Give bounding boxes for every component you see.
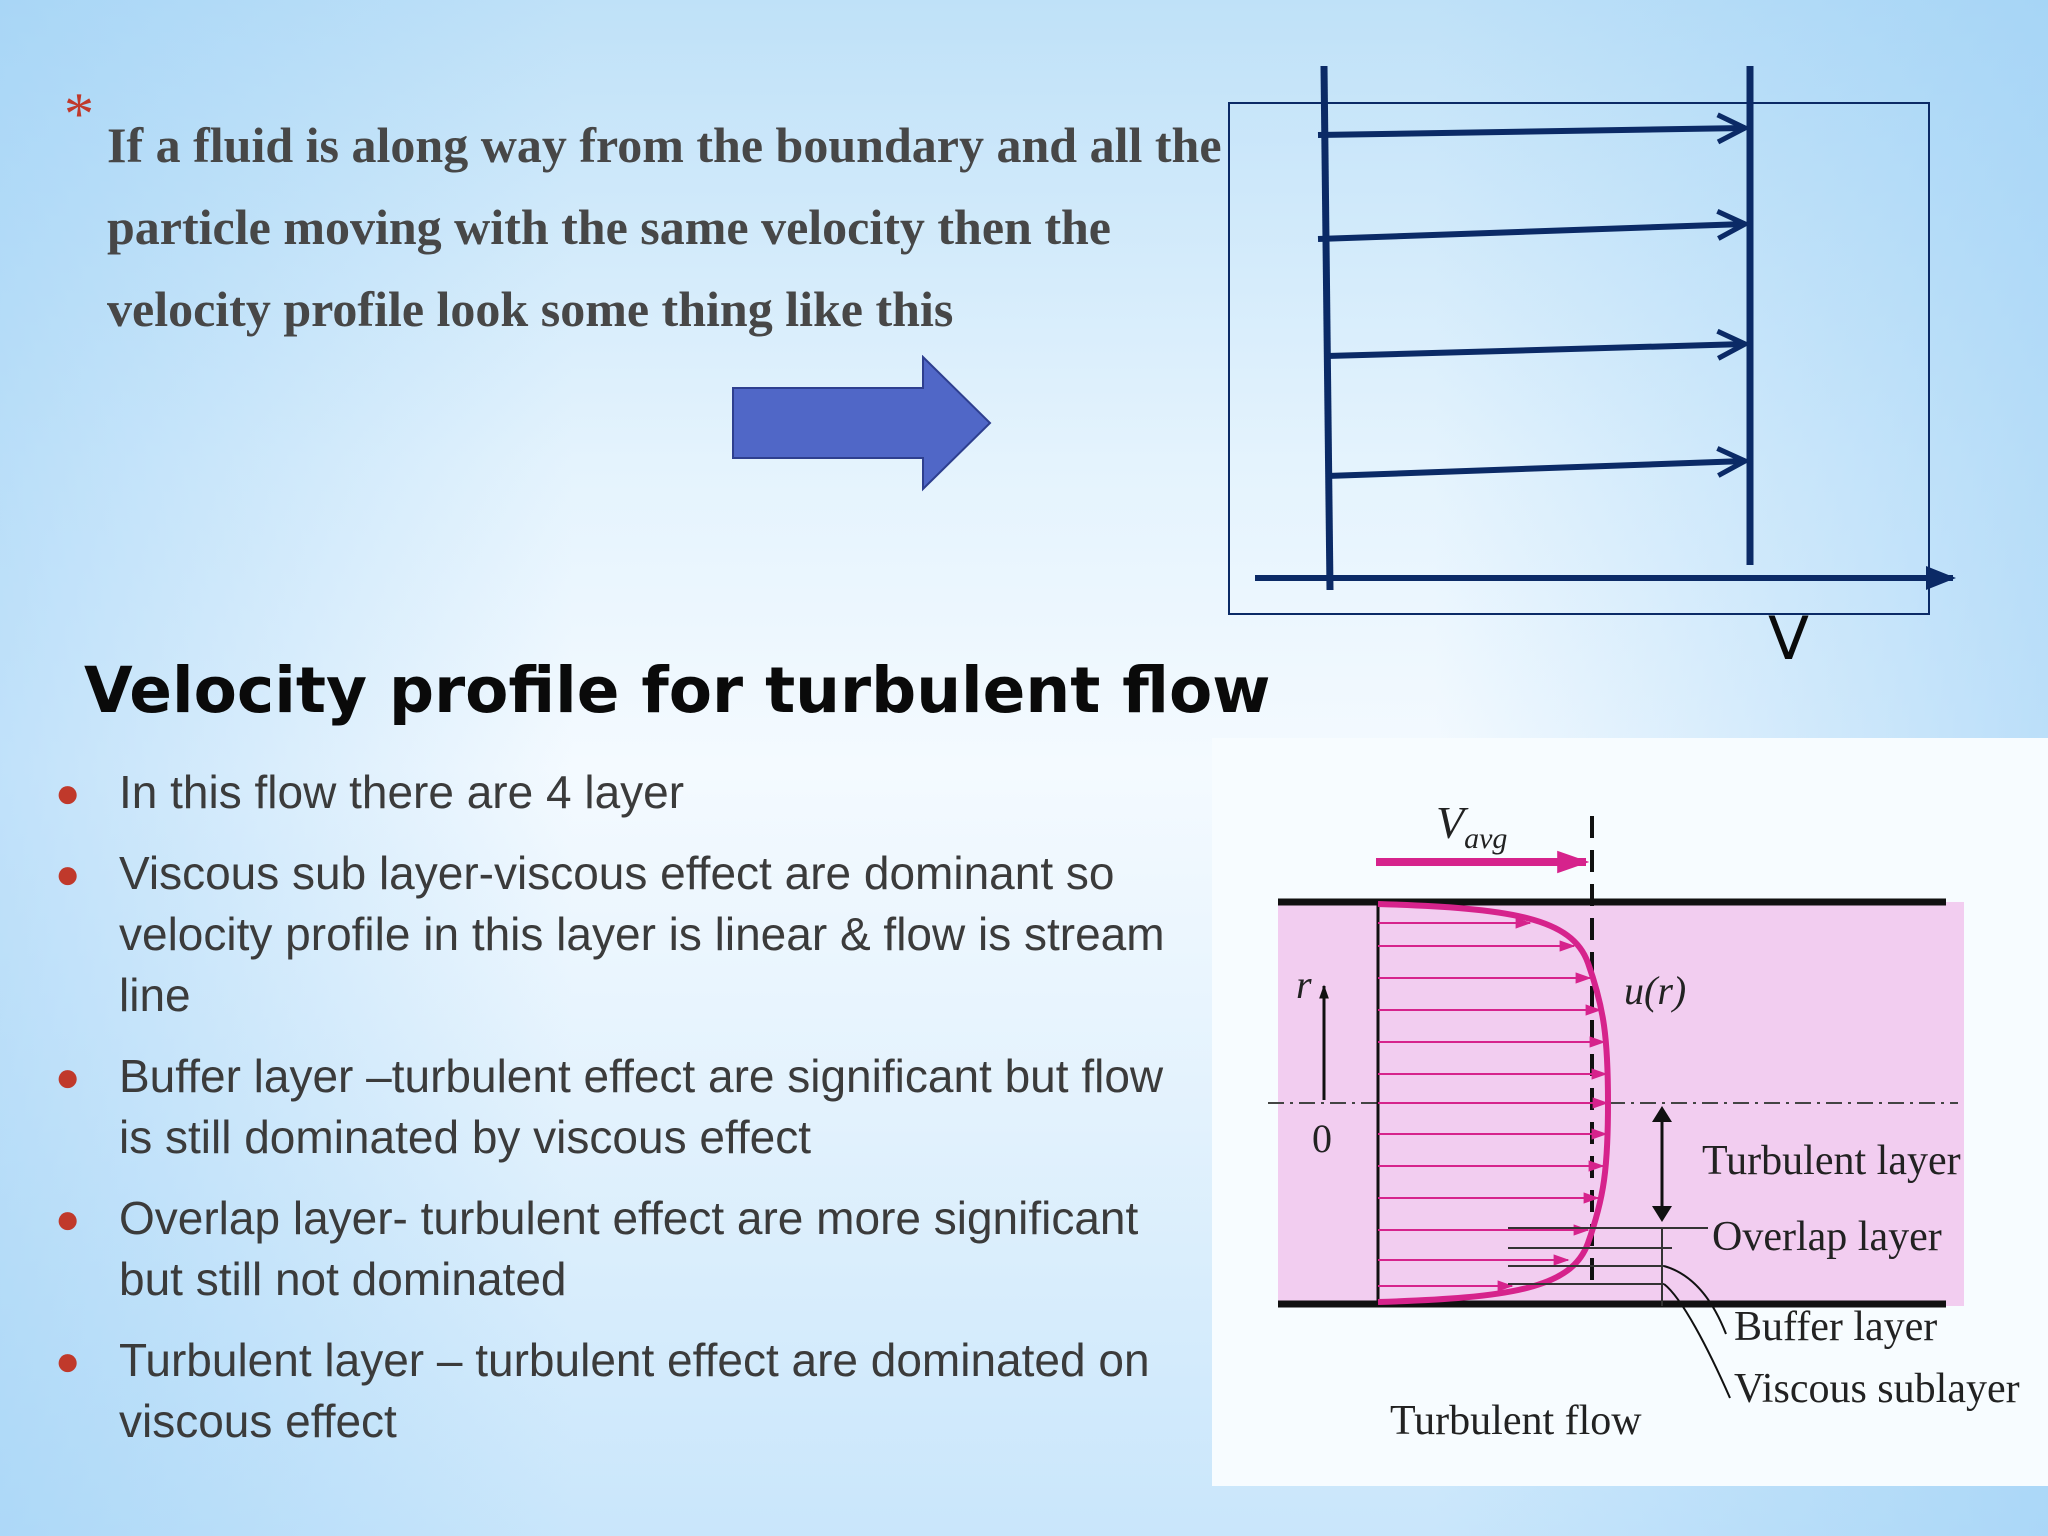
r-label: r bbox=[1296, 962, 1312, 1007]
vavg-label: Vavg bbox=[1436, 797, 1507, 855]
profile-frame bbox=[1228, 102, 1930, 615]
layer-bullet-list: ● In this flow there are 4 layer ● Viscous… bbox=[0, 762, 1180, 1472]
figure-caption: Turbulent flow bbox=[1390, 1398, 1642, 1444]
bullet-dot-icon: ● bbox=[55, 1337, 81, 1384]
uniform-velocity-profile-diagram bbox=[1228, 65, 1956, 615]
u-r-label: u(r) bbox=[1624, 968, 1686, 1013]
bullet-item: ● In this flow there are 4 layer bbox=[0, 762, 1180, 823]
bullet-dot-icon: ● bbox=[55, 1195, 81, 1242]
v-axis-label: V bbox=[1768, 604, 1810, 674]
turbulent-flow-figure: Vavg r 0 u(r) Turbulent layer Overlap la… bbox=[1212, 738, 2048, 1486]
bullet-dot-icon: ● bbox=[55, 769, 81, 816]
velocity-arrow-3 bbox=[1326, 344, 1745, 356]
intro-bullet-asterisk: * bbox=[64, 81, 94, 147]
velocity-arrow-1 bbox=[1317, 128, 1745, 135]
bullet-item: ● Turbulent layer – turbulent effect are … bbox=[0, 1330, 1180, 1452]
bullet-text: In this flow there are 4 layer bbox=[119, 766, 685, 818]
bullet-dot-icon: ● bbox=[55, 850, 81, 897]
bullet-text: Overlap layer- turbulent effect are more… bbox=[119, 1192, 1139, 1305]
right-block-arrow-icon bbox=[732, 355, 992, 492]
bullet-text: Viscous sub layer-viscous effect are dom… bbox=[119, 847, 1165, 1021]
section-heading: Velocity profile for turbulent flow bbox=[84, 654, 1271, 727]
intro-paragraph: If a fluid is along way from the boundar… bbox=[107, 117, 1222, 337]
layer-label-buffer: Buffer layer bbox=[1734, 1304, 1937, 1350]
layer-label-overlap: Overlap layer bbox=[1712, 1214, 1942, 1260]
left-boundary-line bbox=[1320, 65, 1334, 591]
layer-label-viscous: Viscous sublayer bbox=[1734, 1366, 2020, 1412]
layer-label-turbulent: Turbulent layer bbox=[1702, 1138, 1961, 1184]
bullet-text: Buffer layer –turbulent effect are signi… bbox=[119, 1050, 1164, 1163]
velocity-arrow-2 bbox=[1317, 224, 1745, 242]
velocity-profile-curve bbox=[1377, 901, 1612, 1305]
bullet-item: ● Viscous sub layer-viscous effect are do… bbox=[0, 843, 1180, 1026]
velocity-arrow-4 bbox=[1326, 461, 1745, 479]
bullet-dot-icon: ● bbox=[55, 1053, 81, 1100]
velocity-vectors bbox=[1378, 917, 1609, 1292]
bullet-item: ● Buffer layer –turbulent effect are sign… bbox=[0, 1046, 1180, 1168]
origin-label: 0 bbox=[1312, 1116, 1332, 1161]
bullet-item: ● Overlap layer- turbulent effect are mor… bbox=[0, 1188, 1180, 1310]
bullet-text: Turbulent layer – turbulent effect are d… bbox=[119, 1334, 1150, 1447]
